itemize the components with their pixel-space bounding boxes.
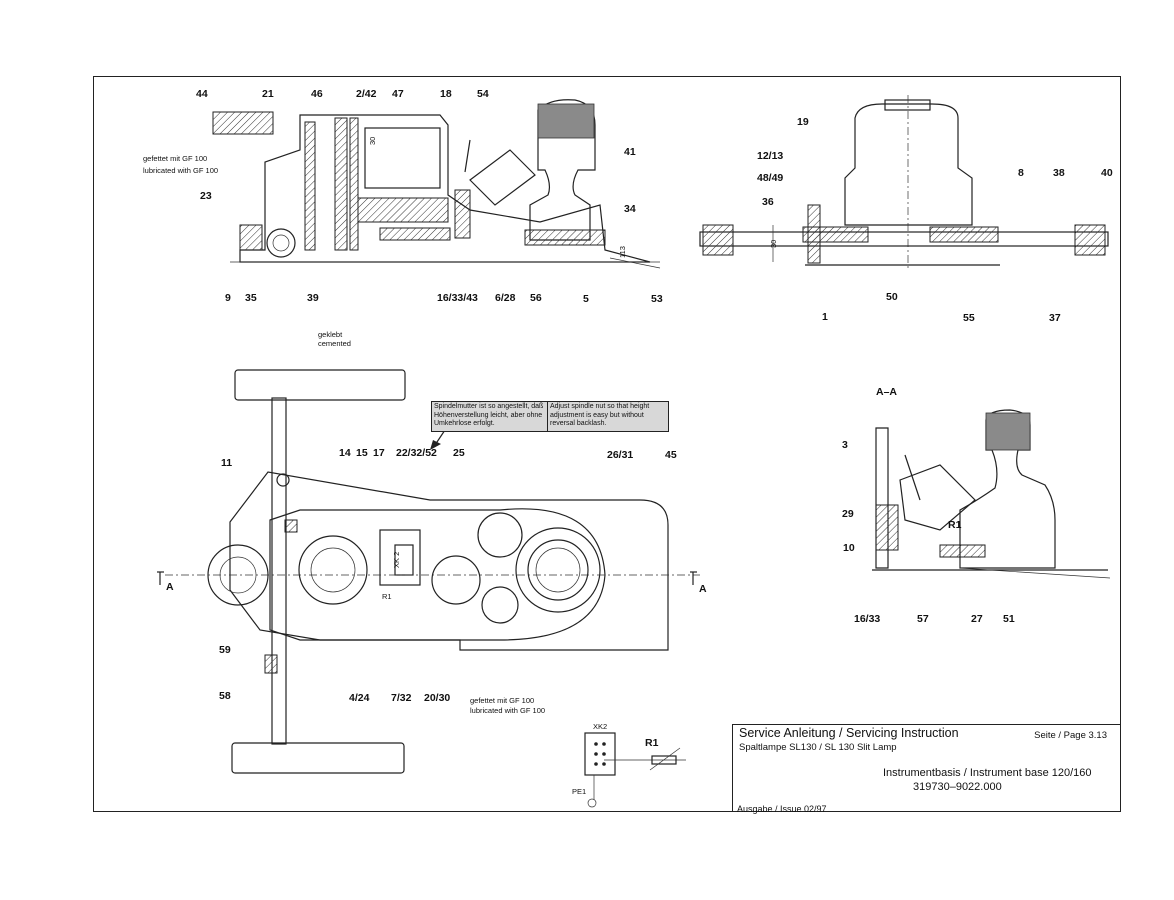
callout-1: 1 — [822, 311, 828, 323]
callout-41: 41 — [624, 146, 636, 158]
cement-note-de: geklebt — [318, 330, 343, 339]
r1-inline-label: R1 — [382, 592, 392, 601]
title-block-title: Service Anleitung / Servicing Instructio… — [739, 726, 959, 740]
callout-12-13: 12/13 — [757, 150, 783, 162]
callout-3: 3 — [842, 439, 848, 451]
callout-35: 35 — [245, 292, 257, 304]
side-view — [212, 99, 661, 269]
callout-22-32-52: 22/32/52 — [396, 447, 437, 459]
callout-46: 46 — [311, 88, 323, 100]
callout-37: 37 — [1049, 312, 1061, 324]
resistor-label: R1 — [645, 737, 659, 749]
callout-11: 11 — [221, 457, 232, 469]
callout-53: 53 — [651, 293, 663, 305]
connector-label: XK2 — [593, 722, 607, 731]
callout-55: 55 — [963, 312, 975, 324]
note-divider — [547, 402, 548, 431]
callout-17: 17 — [373, 447, 385, 459]
part-number: 319730–9022.000 — [913, 781, 1002, 793]
title-block-subtitle: Spaltlampe SL130 / SL 130 Slit Lamp — [739, 742, 897, 753]
callout-47: 47 — [392, 88, 404, 100]
callout-27: 27 — [971, 613, 983, 625]
callout-29: 29 — [842, 508, 854, 520]
callout-8: 8 — [1018, 167, 1024, 179]
issue-date: Ausgabe / Issue 02/97 — [737, 804, 827, 814]
callout-58: 58 — [219, 690, 231, 702]
callout-45: 45 — [665, 449, 677, 461]
r1-section-label: R1 — [948, 519, 962, 531]
callout-4-24: 4/24 — [349, 692, 370, 704]
page-number: Seite / Page 3.13 — [1034, 730, 1107, 741]
callout-39: 39 — [307, 292, 319, 304]
callout-48-49: 48/49 — [757, 172, 783, 184]
callout-54: 54 — [477, 88, 489, 100]
callout-9: 9 — [225, 292, 231, 304]
adjustment-note: Spindelmutter ist so angestellt, daß Höh… — [431, 401, 669, 432]
callout-16-33: 16/33 — [854, 613, 880, 625]
dimension-2: 30 — [368, 137, 377, 145]
callout-56: 56 — [530, 292, 542, 304]
callout-50: 50 — [886, 291, 898, 303]
callout-5: 5 — [583, 293, 589, 305]
ground-label: PE1 — [572, 787, 586, 796]
title-block: Service Anleitung / Servicing Instructio… — [732, 724, 1121, 814]
callout-57: 57 — [917, 613, 929, 625]
lube-note-bottom-en: lubricated with GF 100 — [470, 706, 545, 715]
xk2-inline-label: XK 2 — [392, 552, 401, 568]
callout-25: 25 — [453, 447, 465, 459]
callout-23: 23 — [200, 190, 212, 202]
dimension-1: 30 — [769, 240, 778, 248]
drawing-frame — [93, 76, 1121, 812]
callout-14: 14 — [339, 447, 351, 459]
callout-59: 59 — [219, 644, 231, 656]
callout-20-30: 20/30 — [424, 692, 450, 704]
callout-18: 18 — [440, 88, 452, 100]
callout-10: 10 — [843, 542, 855, 554]
adjustment-note-en: Adjust spindle nut so that height adjust… — [550, 403, 650, 427]
callout-34: 34 — [624, 203, 636, 215]
adjustment-note-de: Spindelmutter ist so angestellt, daß Höh… — [434, 403, 544, 427]
callout-15: 15 — [356, 447, 368, 459]
cement-note-en: cemented — [318, 339, 351, 348]
callout-38: 38 — [1053, 167, 1065, 179]
callout-6-28: 6/28 — [495, 292, 516, 304]
part-name: Instrumentbasis / Instrument base 120/16… — [883, 767, 1092, 779]
section-view: R1 — [872, 409, 1111, 579]
lube-note-bottom-de: gefettet mit GF 100 — [470, 696, 534, 705]
callout-2-42: 2/42 — [356, 88, 377, 100]
section-title: A–A — [876, 386, 897, 398]
callout-36: 36 — [762, 196, 774, 208]
section-markers: A A A–A — [157, 386, 897, 595]
lube-note-top-de: gefettet mit GF 100 — [143, 154, 207, 163]
section-mark-right: A — [699, 583, 707, 595]
lube-note-top-en: lubricated with GF 100 — [143, 166, 218, 175]
callout-51: 51 — [1003, 613, 1015, 625]
section-mark-left: A — [166, 581, 174, 593]
callout-7-32: 7/32 — [391, 692, 412, 704]
callout-16-33-43: 16/33/43 — [437, 292, 478, 304]
top-view — [165, 369, 700, 774]
callout-44: 44 — [196, 88, 208, 100]
callout-26-31: 26/31 — [607, 449, 633, 461]
callout-40: 40 — [1101, 167, 1113, 179]
front-view — [699, 95, 1109, 270]
callout-19: 19 — [797, 116, 809, 128]
dimension-3: 113 — [618, 246, 627, 258]
callout-21: 21 — [262, 88, 274, 100]
circuit-diagram: XK2 R1 PE1 — [572, 722, 686, 808]
